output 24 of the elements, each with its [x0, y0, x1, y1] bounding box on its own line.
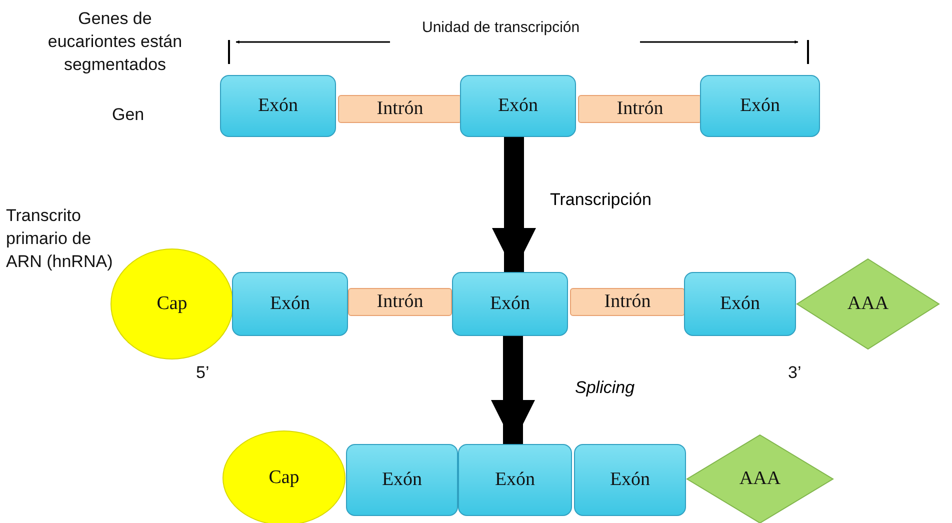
intron-box: Intrón: [348, 288, 452, 316]
arrow: [492, 137, 536, 272]
poly-a-diamond: AAA: [796, 258, 940, 350]
caption-text: Genes de eucariontes están segmentados: [46, 8, 184, 76]
exon-box: Exón: [452, 272, 568, 336]
exon-box: Exón: [684, 272, 796, 336]
end-label: 3’: [788, 362, 802, 384]
exon-box: Exón: [232, 272, 348, 336]
exon-box: Exón: [458, 444, 572, 516]
row-label: Gen: [112, 104, 146, 126]
exon-box: Exón: [220, 75, 336, 137]
dimension-label: Unidad de transcripción: [422, 18, 581, 38]
exon-box: Exón: [346, 444, 458, 516]
arrow: [491, 336, 535, 444]
exon-box: Exón: [460, 75, 576, 137]
edge-label: Splicing: [575, 378, 635, 398]
poly-a-diamond: AAA: [686, 434, 834, 523]
exon-box: Exón: [700, 75, 820, 137]
intron-box: Intrón: [578, 95, 702, 123]
intron-box: Intrón: [338, 95, 462, 123]
exon-box: Exón: [574, 444, 686, 516]
intron-box: Intrón: [570, 288, 685, 316]
end-label: 5’: [196, 362, 210, 384]
edge-label: Transcripción: [550, 190, 652, 210]
